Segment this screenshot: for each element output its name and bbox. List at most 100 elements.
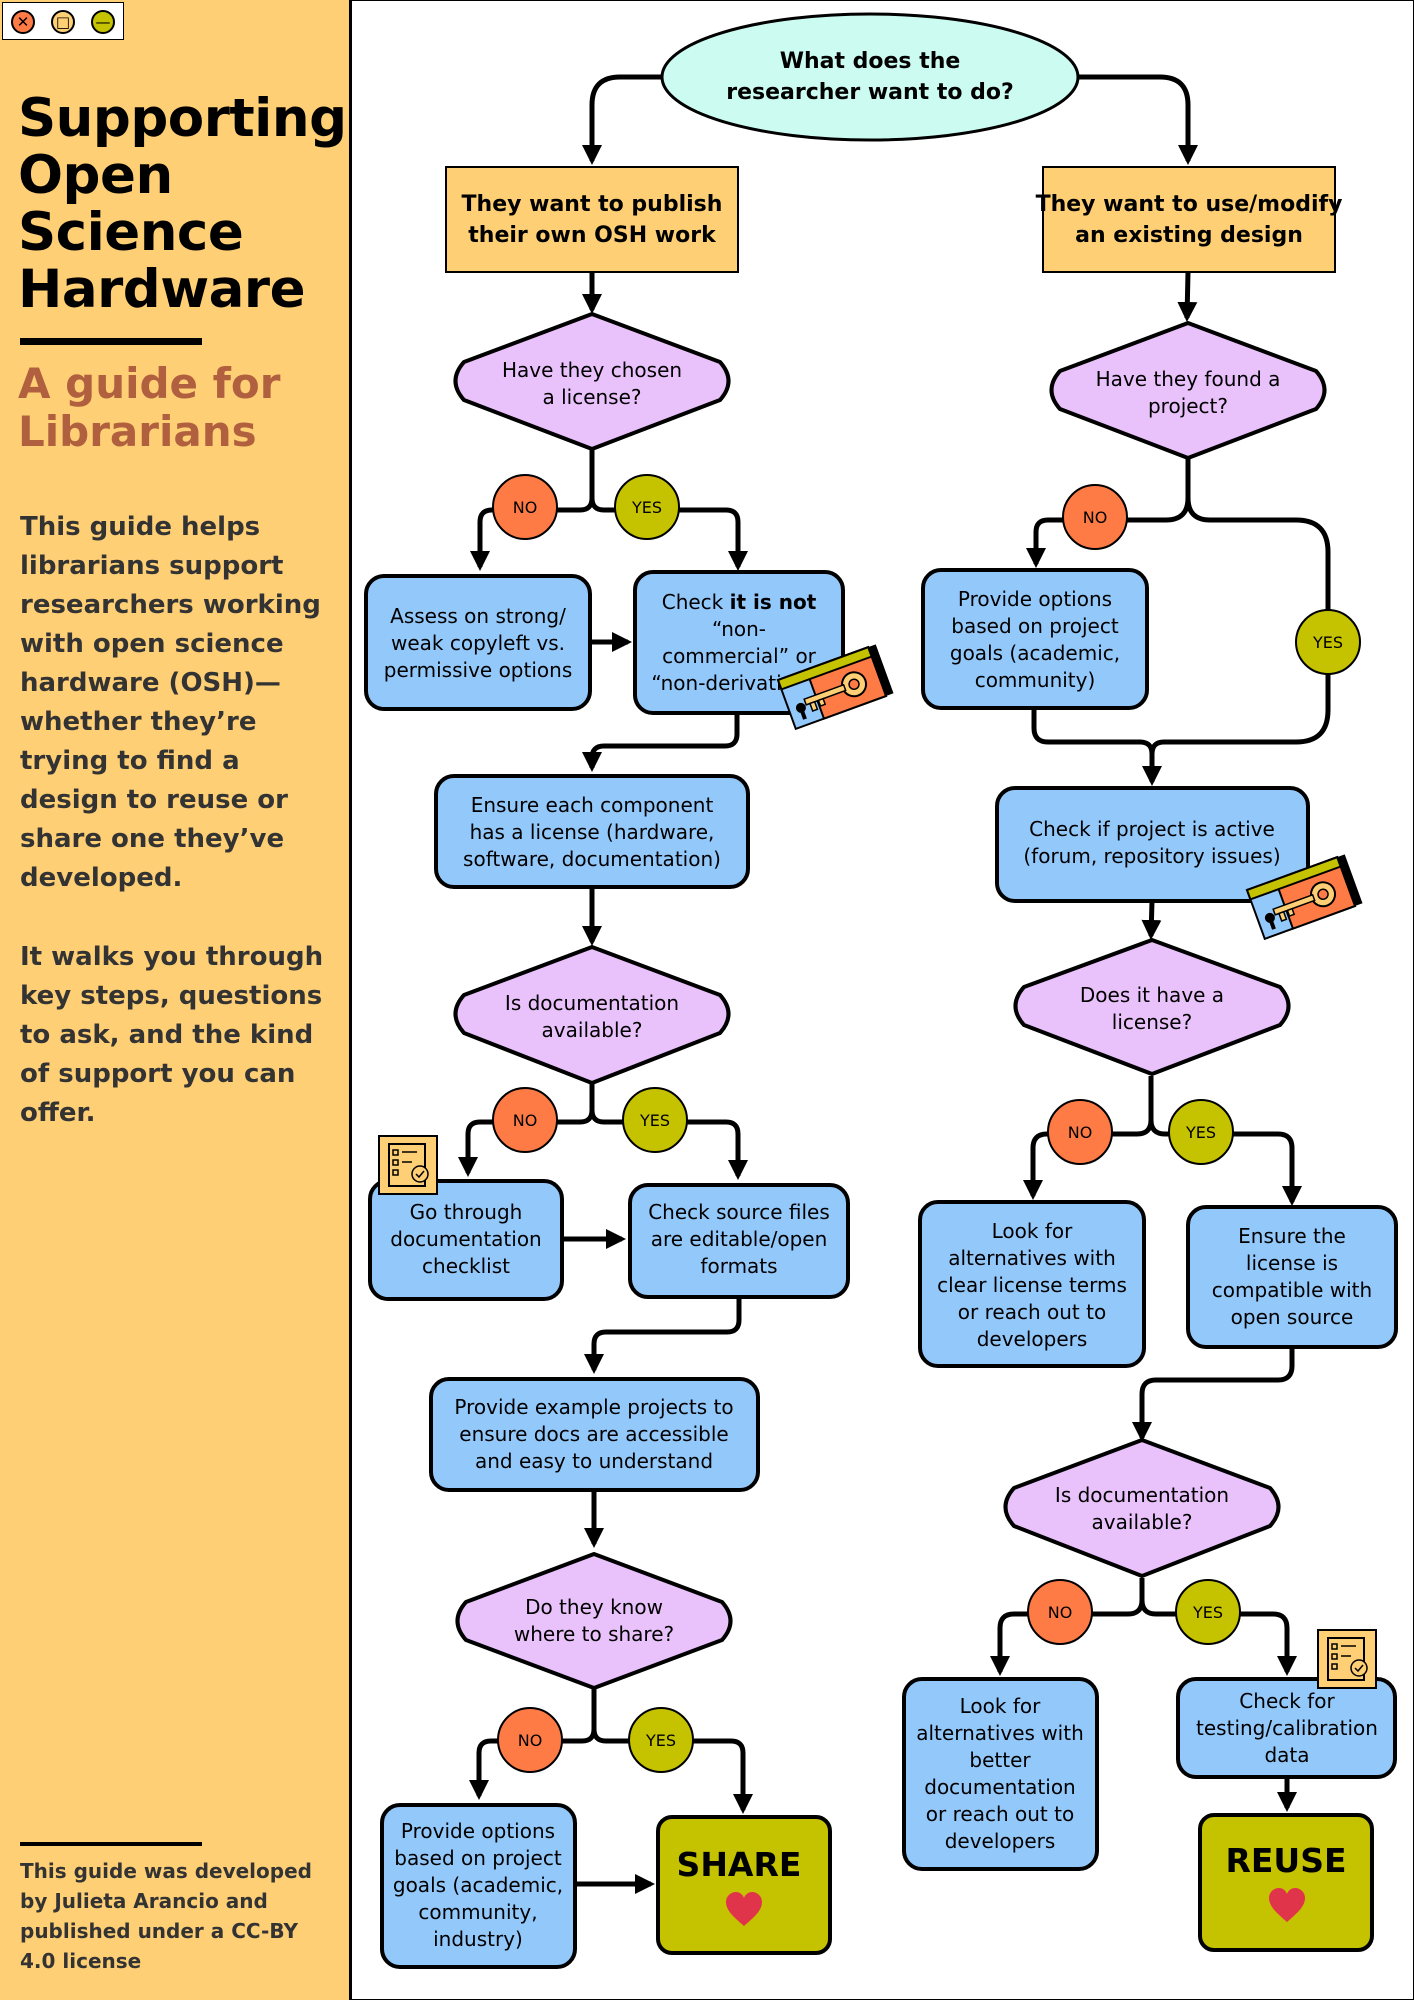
no-badge (1047, 1099, 1113, 1165)
guide-title: Supporting Open Science Hardware (18, 88, 347, 320)
svg-text:Have they found a: Have they found a (1096, 367, 1281, 391)
intro-paragraph: This guide helps librarians support rese… (20, 512, 321, 893)
check-active-box (995, 786, 1310, 903)
svg-text:available?: available? (1092, 1510, 1193, 1534)
svg-text:goals (academic,: goals (academic, (950, 641, 1120, 665)
svg-text:Have they chosen: Have they chosen (502, 358, 682, 382)
no-badge (1062, 484, 1128, 550)
svg-text:has a license (hardware,: has a license (hardware, (470, 820, 715, 844)
svg-text:developers: developers (977, 1327, 1088, 1351)
yes-badge (614, 474, 680, 540)
svg-text:Provide options: Provide options (958, 587, 1112, 611)
start-line-1: What does the (780, 49, 961, 74)
heart-icon (726, 1892, 762, 1926)
svg-text:and easy to understand: and easy to understand (475, 1449, 713, 1473)
svg-text:Ensure each component: Ensure each component (471, 793, 714, 817)
svg-text:industry): industry) (433, 1927, 523, 1951)
answer-circles (492, 474, 1361, 1773)
svg-text:Do they know: Do they know (525, 1595, 663, 1619)
yes-badge (622, 1087, 688, 1153)
checklist-icon (378, 1135, 438, 1195)
svg-text:alternatives with: alternatives with (948, 1246, 1116, 1270)
svg-text:based on project: based on project (394, 1846, 562, 1870)
license-key-icon (1245, 854, 1363, 941)
svg-text:weak copyleft vs.: weak copyleft vs. (391, 631, 565, 655)
svg-text:checklist: checklist (422, 1254, 510, 1278)
footer-divider (20, 1842, 202, 1846)
svg-text:software, documentation): software, documentation) (463, 847, 721, 871)
svg-text:commercial” or: commercial” or (662, 644, 817, 668)
decision-docs-available-right (1003, 1438, 1281, 1578)
maximize-icon[interactable]: □ (51, 10, 75, 34)
svg-text:Is documentation: Is documentation (505, 991, 679, 1015)
intro-paragraph-2: It walks you through key steps, question… (20, 942, 324, 1128)
svg-text:formats: formats (700, 1254, 777, 1278)
heart-icon (1269, 1888, 1305, 1922)
reuse-end-node: REUSE (1198, 1813, 1374, 1952)
minimize-icon[interactable]: — (91, 10, 115, 34)
svg-text:license is: license is (1246, 1251, 1338, 1275)
svg-text:project?: project? (1148, 394, 1228, 418)
action-labels: Assess on strong/ weak copyleft vs. perm… (384, 587, 1378, 1951)
svg-text:Ensure the: Ensure the (1238, 1224, 1346, 1248)
assess-copyleft-box (364, 574, 592, 711)
svg-text:They want to use/modify: They want to use/modify (1036, 192, 1343, 217)
svg-text:a license?: a license? (542, 385, 641, 409)
svg-text:or reach out to: or reach out to (958, 1300, 1106, 1324)
publish-branch-node: They want to publish their own OSH work (445, 166, 739, 273)
svg-text:Go through: Go through (410, 1200, 523, 1224)
documentation-checklist-box (368, 1179, 564, 1301)
answer-labels: NO YES NO YES NO YES NO YES NO YES NO YE… (513, 498, 1343, 1750)
license-key-icon (776, 644, 894, 731)
svg-text:available?: available? (542, 1018, 643, 1042)
svg-text:their own OSH work: their own OSH work (468, 223, 717, 248)
share-end-node: SHARE (656, 1815, 832, 1955)
svg-text:NO: NO (1048, 1603, 1073, 1622)
svg-text:data: data (1264, 1743, 1309, 1767)
svg-text:YES: YES (631, 498, 662, 517)
yes-badge (628, 1707, 694, 1773)
sidebar: ✕ □ — Supporting Open Science Hardware A… (0, 0, 352, 2000)
svg-text:ensure docs are accessible: ensure docs are accessible (459, 1422, 728, 1446)
close-icon[interactable]: ✕ (11, 10, 35, 34)
svg-text:better: better (969, 1748, 1031, 1772)
title-divider (20, 338, 202, 345)
alternatives-docs-box (902, 1677, 1099, 1871)
svg-text:clear license terms: clear license terms (937, 1273, 1127, 1297)
svg-text:alternatives with: alternatives with (916, 1721, 1084, 1745)
svg-text:REUSE: REUSE (1225, 1841, 1346, 1880)
svg-text:YES: YES (1192, 1603, 1223, 1622)
action-boxes (364, 568, 1398, 1969)
decision-labels: Have they chosen a license? Is documenta… (502, 358, 1280, 1646)
svg-text:documentation: documentation (390, 1227, 541, 1251)
svg-text:goals (academic,: goals (academic, (393, 1873, 563, 1897)
decisions (453, 312, 1327, 1690)
decision-found-project (1049, 321, 1327, 460)
svg-text:They want to publish: They want to publish (462, 192, 723, 217)
svg-text:compatible with: compatible with (1212, 1278, 1372, 1302)
yes-badge (1175, 1579, 1241, 1645)
no-badge (1027, 1579, 1093, 1645)
svg-text:documentation: documentation (924, 1775, 1075, 1799)
decision-chosen-license (453, 312, 731, 451)
svg-text:Check source files: Check source files (648, 1200, 830, 1224)
svg-text:Check if project is active: Check if project is active (1029, 817, 1275, 841)
decision-docs-available-left (453, 945, 731, 1085)
reuse-options-box (921, 568, 1149, 710)
reuse-branch-node: They want to use/modify an existing desi… (1036, 166, 1343, 273)
yes-badge (1168, 1099, 1234, 1165)
svg-text:are editable/open: are editable/open (651, 1227, 828, 1251)
svg-text:YES: YES (1312, 633, 1343, 652)
check-source-files-box (628, 1183, 850, 1299)
guide-subtitle: A guide for Librarians (18, 359, 281, 456)
svg-text:or reach out to: or reach out to (926, 1802, 1074, 1826)
svg-text:Look for: Look for (960, 1694, 1041, 1718)
start-node: What does the researcher want to do? (660, 12, 1080, 142)
svg-text:“non-: “non- (712, 617, 766, 641)
svg-text:NO: NO (1068, 1123, 1093, 1142)
svg-text:NO: NO (1083, 508, 1108, 527)
svg-text:NO: NO (518, 1731, 543, 1750)
start-line-2: researcher want to do? (726, 80, 1014, 105)
svg-text:community): community) (975, 668, 1096, 692)
